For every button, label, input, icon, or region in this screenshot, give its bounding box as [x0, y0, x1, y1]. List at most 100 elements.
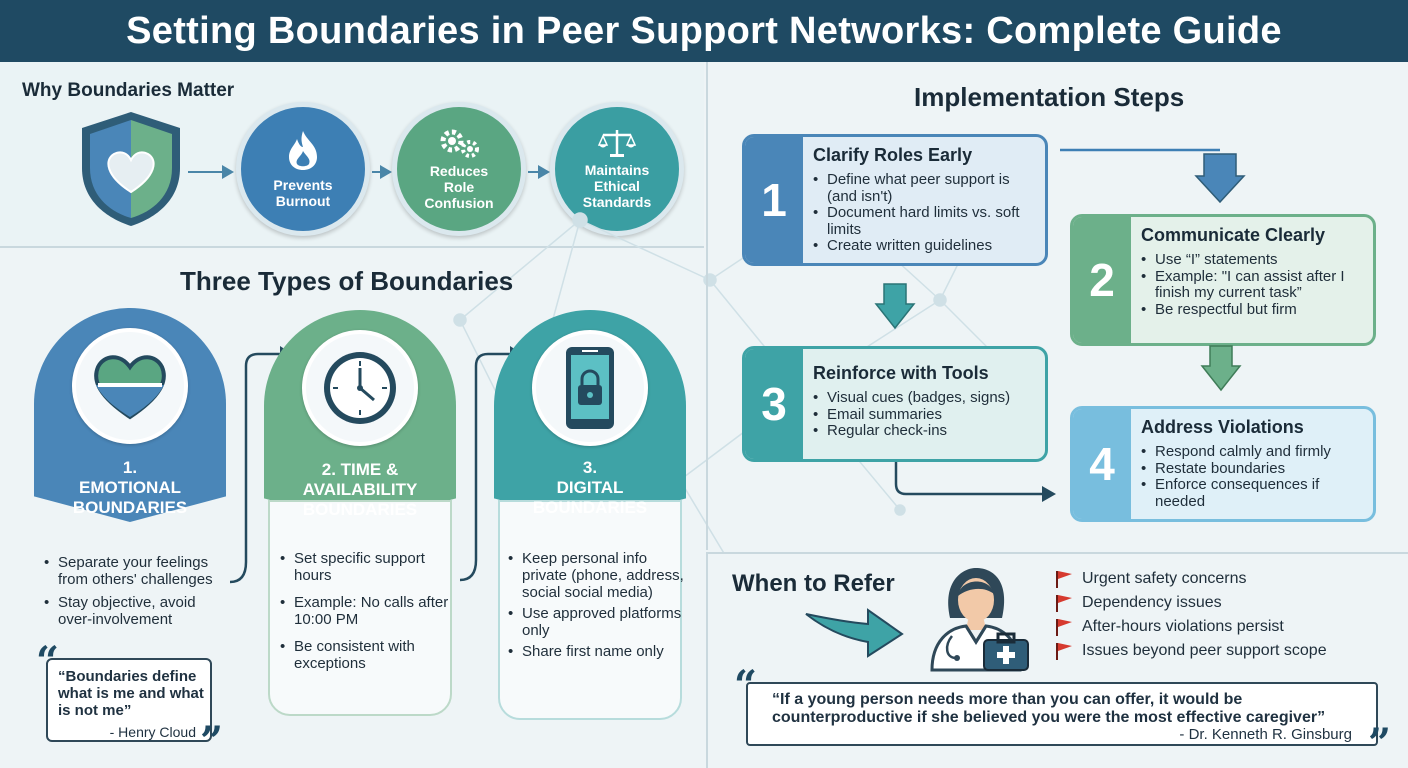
clock-icon: [324, 352, 396, 424]
bullet-item: Use approved platforms only: [508, 605, 684, 639]
bullet-item: Document hard limits vs. soft limits: [813, 204, 1035, 238]
bullet-item: Separate your feelings from others' chal…: [44, 554, 224, 588]
step-number: 3: [745, 349, 803, 459]
bullet-item: Restate boundaries: [1141, 460, 1363, 478]
gears-icon: [440, 129, 479, 158]
down-arrow-icon: [874, 283, 916, 330]
refer-arrow-icon: [805, 608, 904, 658]
why-heading: Why Boundaries Matter: [22, 80, 235, 101]
close-quote-icon: ”: [1368, 720, 1392, 767]
bullet-item: Email summaries: [813, 406, 1035, 424]
why-item-reduces-role-confusion: Reduces Role Confusion: [392, 102, 526, 236]
bullet-item: Example: No calls after 10:00 PM: [280, 594, 452, 628]
bullet-item: Create written guidelines: [813, 237, 1035, 255]
card-time-availability-boundaries: 2. TIME & AVAILABILITY BOUNDARIES Set sp…: [264, 310, 456, 716]
step-bullets: Define what peer support is (and isn't) …: [813, 171, 1035, 255]
bullet-item: Visual cues (badges, signs): [813, 389, 1035, 407]
bullet-item: Be respectful but firm: [1141, 301, 1363, 319]
quote-author: - Dr. Kenneth R. Ginsburg: [1179, 726, 1352, 743]
card-digital-boundaries: 3. DIGITAL BOUNDARIES Keep personal info…: [494, 310, 686, 720]
card-title: 3. DIGITAL BOUNDARIES: [532, 458, 648, 517]
quote-text: “If a young person needs more than you c…: [772, 691, 1326, 726]
flow-arrow-icon: [894, 462, 1056, 502]
step-3-reinforce-with-tools: 3 Reinforce with Tools Visual cues (badg…: [742, 346, 1048, 462]
card-title: 2. TIME & AVAILABILITY BOUNDARIES: [302, 460, 418, 519]
step-title: Clarify Roles Early: [813, 145, 973, 165]
card-icon-wrap: [532, 330, 648, 446]
types-panel: Three Types of Boundaries 1. EMOTIONAL B…: [0, 250, 704, 768]
why-item-label: Maintains Ethical Standards: [582, 162, 652, 210]
bullet-item: Share first name only: [508, 643, 684, 660]
red-flag-icon: [1056, 571, 1072, 588]
bullet-item: Define what peer support is (and isn't): [813, 171, 1035, 205]
step-number: 4: [1073, 409, 1131, 519]
card-bullets: Keep personal info private (phone, addre…: [508, 550, 684, 666]
steps-panel: Implementation Steps 1 Clarify Roles Ear…: [706, 62, 1408, 550]
refer-heading: When to Refer: [732, 570, 895, 597]
arrow-right-icon: [188, 165, 234, 179]
scales-icon: [597, 130, 637, 157]
flag-text: Issues beyond peer support scope: [1082, 642, 1327, 659]
quote-author: - Henry Cloud: [109, 724, 196, 740]
open-quote-icon: “: [36, 638, 60, 685]
refer-panel: When to Refer Urgent safety concerns Dep…: [706, 552, 1408, 768]
flag-text: Urgent safety concerns: [1082, 570, 1247, 587]
quote-henry-cloud: “Boundaries define what is me and what i…: [46, 658, 212, 742]
step-number: 2: [1073, 217, 1131, 343]
step-number: 1: [745, 137, 803, 263]
step-bullets: Respond calmly and firmly Restate bounda…: [1141, 443, 1363, 510]
card-icon-wrap: [72, 328, 188, 444]
bullet-item: Stay objective, avoid over-involvement: [44, 594, 224, 628]
why-item-label: Reduces Role Confusion: [424, 163, 494, 211]
down-arrow-icon: [1200, 345, 1242, 392]
step-title: Communicate Clearly: [1141, 225, 1326, 245]
bullet-item: Be consistent with exceptions: [280, 638, 452, 672]
flag-item: Urgent safety concerns: [1054, 570, 1327, 588]
card-icon-wrap: [302, 330, 418, 446]
step-bullets: Visual cues (badges, signs) Email summar…: [813, 389, 1035, 440]
phone-lock-icon: [566, 347, 614, 429]
flag-text: After-hours violations persist: [1082, 618, 1284, 635]
red-flag-icon: [1056, 595, 1072, 612]
flow-arrow-icon: [1060, 148, 1246, 204]
why-boundaries-panel: Why Boundaries Matter Prevents Burnout R…: [0, 62, 704, 248]
why-item-prevents-burnout: Prevents Burnout: [236, 102, 370, 236]
step-bullets: Use “I” statements Example: "I can assis…: [1141, 251, 1363, 319]
card-title: 1. EMOTIONAL BOUNDARIES: [72, 458, 188, 517]
card-bullets: Separate your feelings from others' chal…: [44, 554, 224, 634]
step-4-address-violations: 4 Address Violations Respond calmly and …: [1070, 406, 1376, 522]
shield-heart-icon: [82, 112, 180, 226]
bullet-item: Respond calmly and firmly: [1141, 443, 1363, 461]
steps-heading: Implementation Steps: [914, 82, 1185, 112]
bullet-item: Set specific support hours: [280, 550, 452, 584]
bullet-item: Use “I” statements: [1141, 251, 1363, 269]
step-2-communicate-clearly: 2 Communicate Clearly Use “I” statements…: [1070, 214, 1376, 346]
flame-icon: [289, 131, 317, 170]
red-flag-icon: [1056, 619, 1072, 636]
bullet-item: Regular check-ins: [813, 422, 1035, 440]
card-bullets: Set specific support hours Example: No c…: [280, 550, 452, 678]
why-item-maintains-ethical-standards: Maintains Ethical Standards: [550, 102, 684, 236]
close-quote-icon: ”: [200, 718, 224, 765]
red-flag-icon: [1056, 643, 1072, 660]
flag-item: After-hours violations persist: [1054, 618, 1327, 636]
bullet-item: Keep personal info private (phone, addre…: [508, 550, 684, 601]
doctor-icon: [930, 568, 1029, 672]
arrow-right-icon: [528, 165, 550, 179]
page-title: Setting Boundaries in Peer Support Netwo…: [0, 0, 1408, 62]
step-title: Reinforce with Tools: [813, 363, 989, 383]
quote-ginsburg: “If a young person needs more than you c…: [746, 682, 1378, 746]
flag-item: Dependency issues: [1054, 594, 1327, 612]
types-heading: Three Types of Boundaries: [180, 266, 514, 296]
refer-flag-list: Urgent safety concerns Dependency issues…: [1054, 570, 1327, 666]
step-title: Address Violations: [1141, 417, 1304, 437]
open-quote-icon: “: [734, 662, 758, 709]
card-emotional-boundaries: 1. EMOTIONAL BOUNDARIES Separate your fe…: [34, 308, 226, 754]
flag-item: Issues beyond peer support scope: [1054, 642, 1327, 660]
bullet-item: Example: "I can assist after I finish my…: [1141, 268, 1363, 302]
bullet-item: Enforce consequences if needed: [1141, 476, 1363, 510]
quote-text: “Boundaries define what is me and what i…: [58, 668, 204, 719]
arrow-right-icon: [372, 165, 392, 179]
step-1-clarify-roles: 1 Clarify Roles Early Define what peer s…: [742, 134, 1048, 266]
flag-text: Dependency issues: [1082, 594, 1222, 611]
